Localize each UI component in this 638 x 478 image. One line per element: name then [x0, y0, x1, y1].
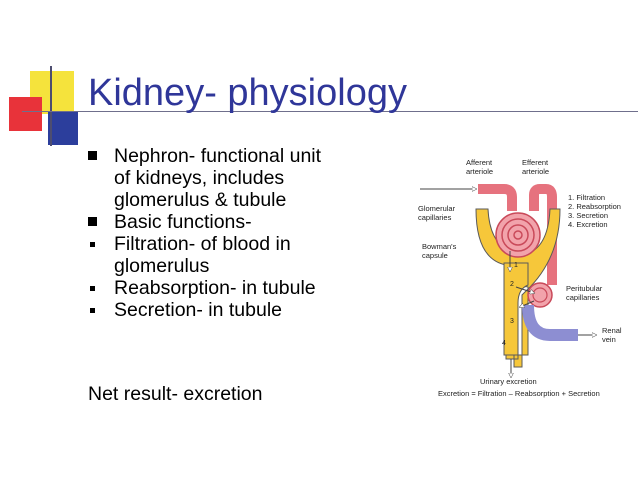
peritubular-label: capillaries: [566, 293, 600, 302]
bullet-text-line: Reabsorption- in tubule: [114, 277, 316, 299]
step-number: 1: [514, 262, 518, 269]
afferent-label: Afferent: [466, 158, 493, 167]
dot-bullet-icon: [90, 286, 95, 291]
afferent-label: arteriole: [466, 167, 493, 176]
reabsorption-arrow-icon: [515, 286, 534, 293]
efferent-label: arteriole: [522, 167, 549, 176]
process-list-item: 4. Excretion: [568, 220, 608, 229]
bullet-text-line: Basic functions-: [114, 211, 252, 233]
bowmans-label: Bowman's: [422, 242, 457, 251]
glomerular-label: Glomerular: [418, 204, 456, 213]
process-list-item: 3. Secretion: [568, 211, 608, 220]
efferent-label: Efferent: [522, 158, 549, 167]
secretion-arrow-icon: [520, 300, 535, 307]
bullet-text-line: glomerulus & tubule: [114, 189, 287, 211]
afferent-arteriole-shape: [478, 184, 517, 211]
bullet-reabsorption: Reabsorption- in tubule: [88, 277, 418, 299]
bullet-text-line: Nephron- functional unit: [114, 145, 322, 167]
bullet-list: Nephron- functional unit of kidneys, inc…: [88, 145, 418, 321]
glomerular-label: capillaries: [418, 213, 452, 222]
deco-blue-square: [48, 112, 78, 145]
square-bullet-icon: [88, 151, 97, 160]
bullet-text-line: Secretion- in tubule: [114, 299, 283, 321]
slide-title: Kidney- physiology: [88, 72, 407, 114]
dot-bullet-icon: [90, 308, 95, 313]
urinary-excretion-label: Urinary excretion: [480, 377, 537, 386]
step-number: 3: [510, 318, 514, 325]
bowmans-label: capsule: [422, 251, 448, 260]
step-number: 2: [510, 281, 514, 288]
renal-tubule-shape: [503, 262, 529, 356]
renal-vein-label: vein: [602, 335, 616, 344]
deco-red-square: [9, 97, 42, 131]
step-number: 4: [502, 340, 506, 347]
bullet-text-line: Filtration- of blood in: [114, 233, 291, 255]
efferent-arteriole-shape: [529, 184, 557, 267]
bullet-filtration: Filtration- of blood in glomerulus: [88, 233, 418, 277]
net-result-text: Net result- excretion: [88, 383, 263, 405]
bullet-text-line: glomerulus: [114, 255, 210, 277]
deco-vertical-line: [50, 66, 52, 146]
square-bullet-icon: [88, 217, 97, 226]
bullet-text-line: of kidneys, includes: [114, 167, 285, 189]
bullet-basic-functions: Basic functions-: [88, 211, 418, 233]
nephron-diagram: Afferent arteriole Efferent arteriole Gl…: [418, 158, 622, 398]
process-list-item: 1. Filtration: [568, 193, 605, 202]
glomerulus-capillaries-shape: [495, 212, 541, 258]
bullet-nephron: Nephron- functional unit of kidneys, inc…: [88, 145, 418, 211]
peritubular-label: Peritubular: [566, 284, 603, 293]
process-list-item: 2. Reabsorption: [568, 202, 621, 211]
bullet-secretion: Secretion- in tubule: [88, 299, 418, 321]
renal-vein-label: Renal: [602, 326, 622, 335]
excretion-equation: Excretion = Filtration – Reabsorption + …: [438, 389, 600, 398]
dot-bullet-icon: [90, 242, 95, 247]
deco-horizontal-line: [22, 111, 638, 112]
